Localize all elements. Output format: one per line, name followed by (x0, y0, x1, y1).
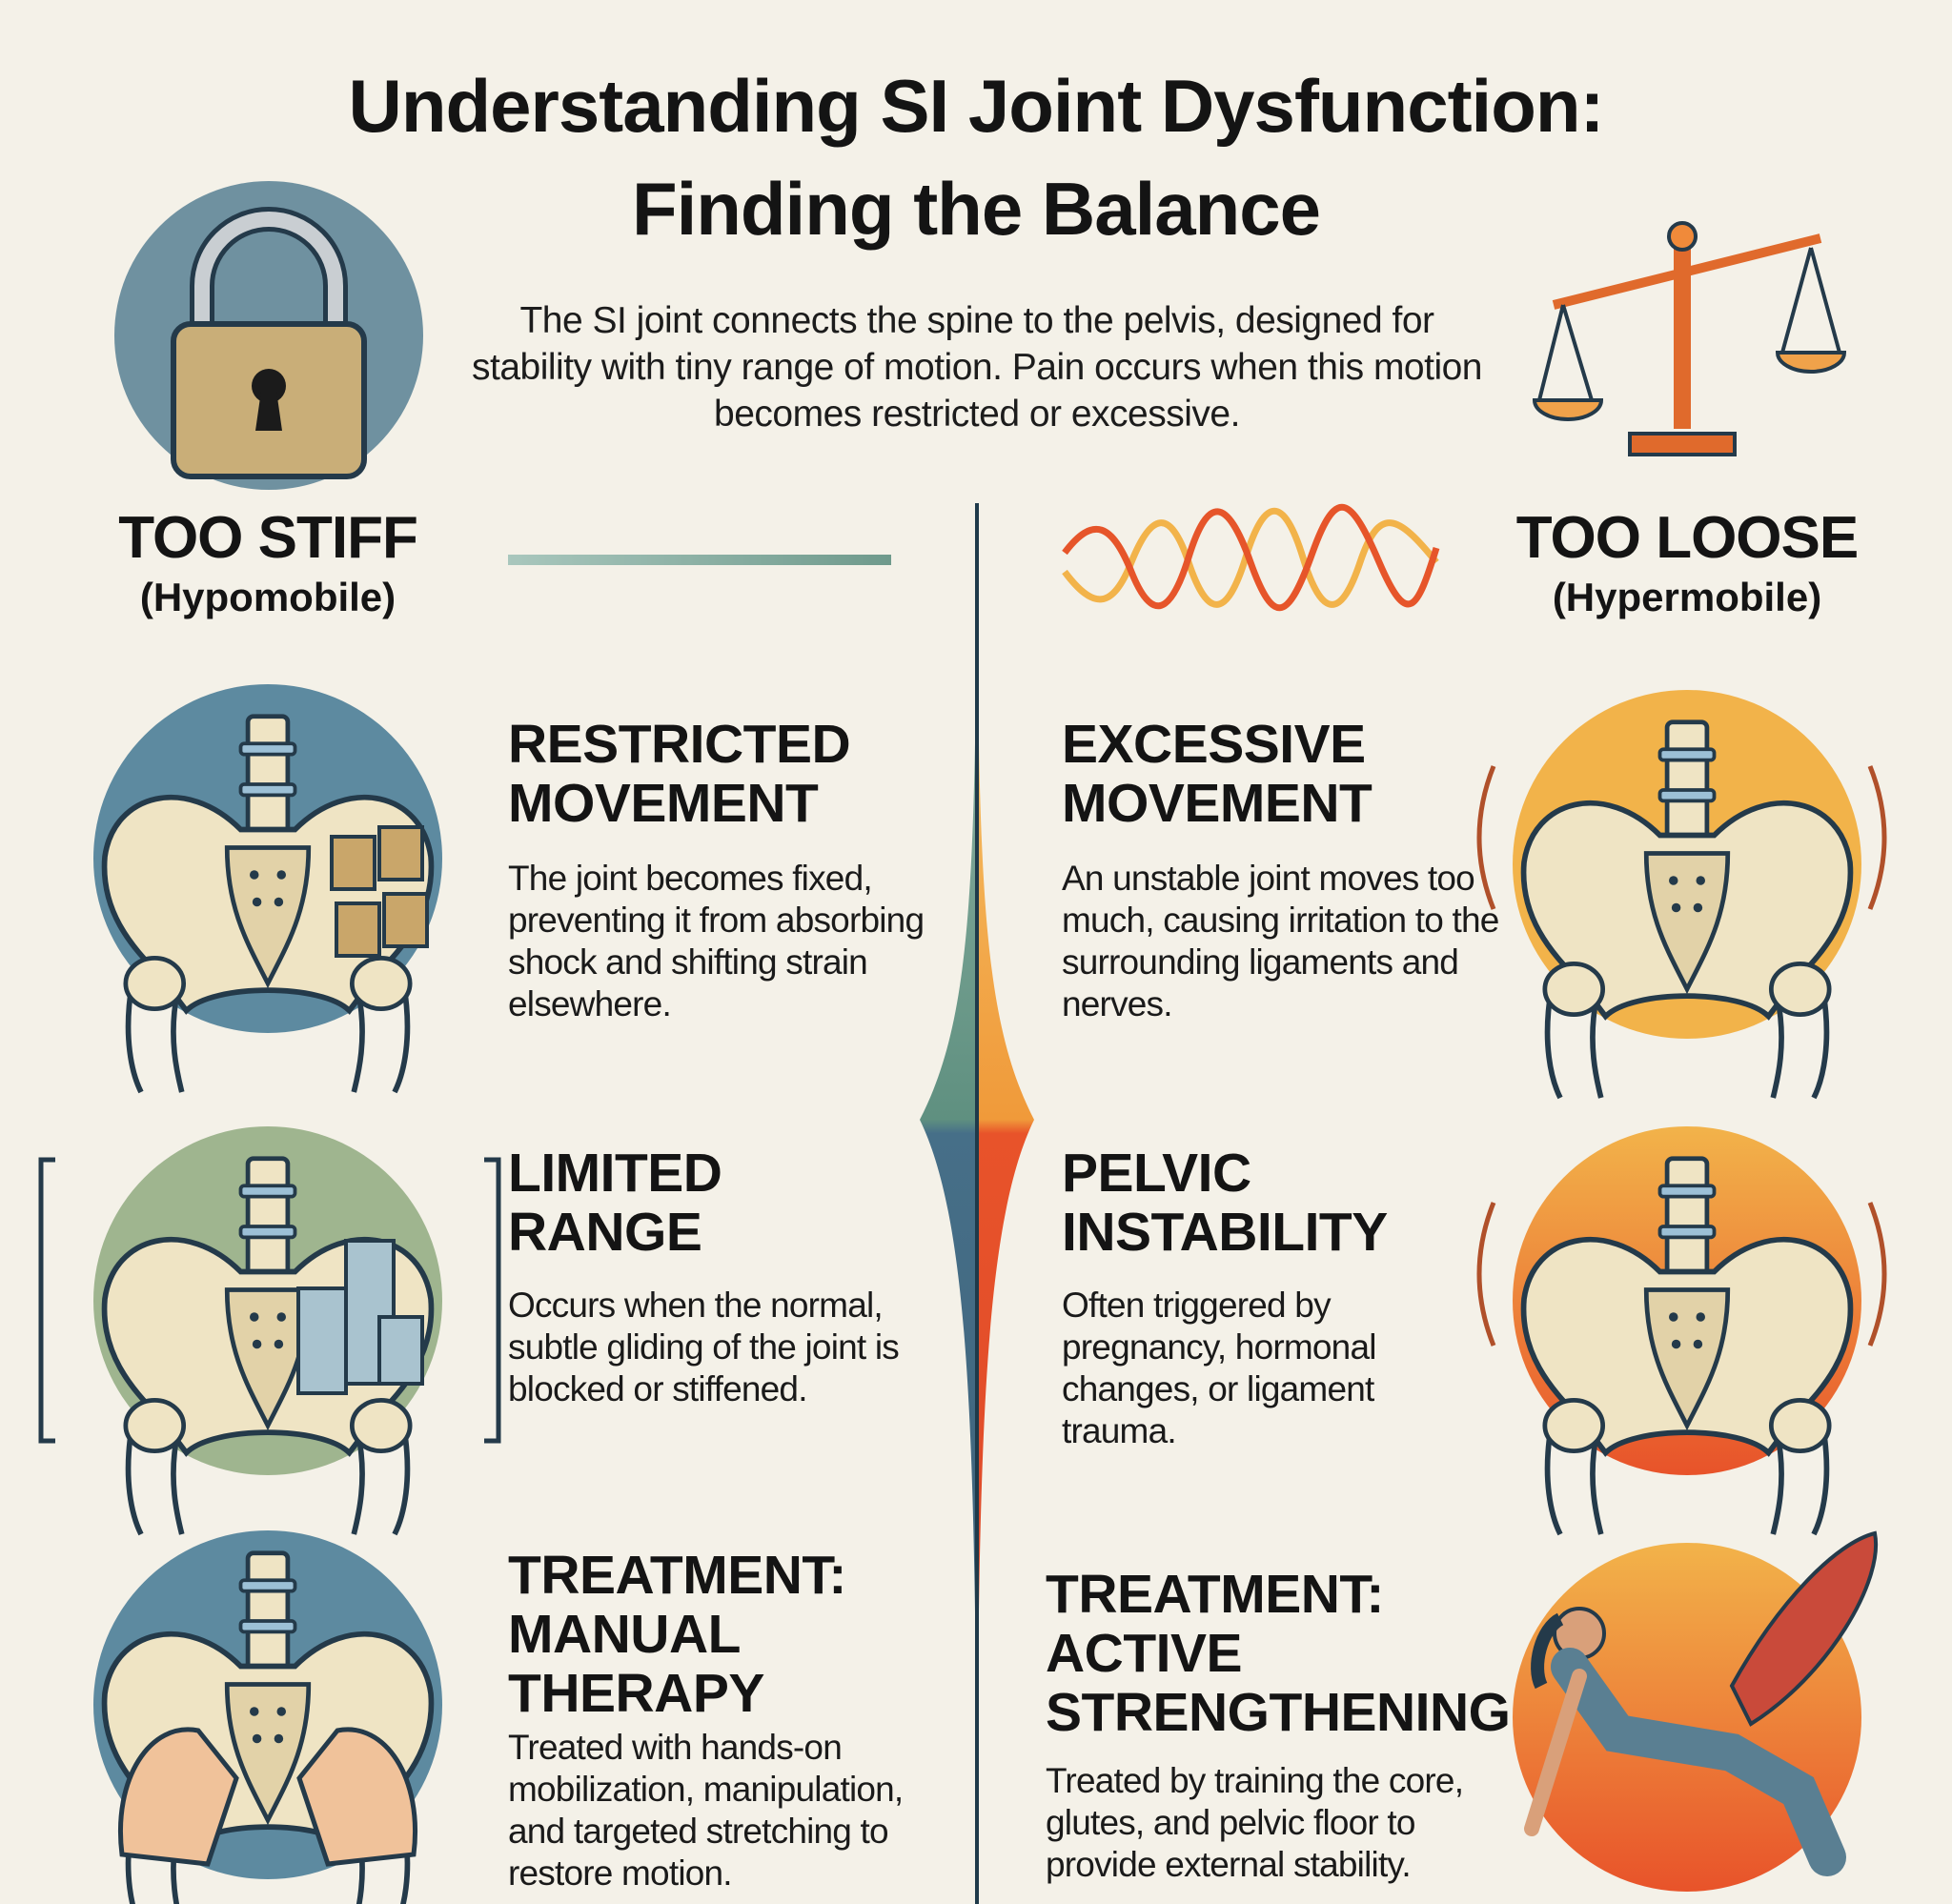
section-title-line: TREATMENT: (1046, 1564, 1384, 1625)
restricted-movement-title: RESTRICTED MOVEMENT (508, 715, 1004, 833)
intro-description: The SI joint connects the spine to the p… (471, 300, 1483, 435)
too-stiff-heading: TOO STIFF (118, 505, 418, 571)
section-title-line: INSTABILITY (1062, 1202, 1388, 1263)
manual-therapy-body: Treated with hands-on mobilization, mani… (508, 1728, 904, 1893)
section-title-line: STRENGTHENING (1046, 1682, 1511, 1743)
balance-scale-icon (1532, 221, 1847, 456)
excessive-movement-illustration (1476, 690, 1887, 1039)
limited-range-illustration (38, 1126, 501, 1475)
active-strengthening-title: TREATMENT: ACTIVE STRENGTHENING (1046, 1565, 1579, 1742)
section-title-line: TREATMENT: (508, 1545, 846, 1606)
pelvic-instability-illustration (1476, 1126, 1887, 1475)
section-title-line: RESTRICTED (508, 714, 851, 775)
limited-range-body: Occurs when the normal, subtle gliding o… (508, 1286, 900, 1408)
loose-wave-icon (1062, 503, 1440, 612)
restricted-movement-body: The joint becomes fixed, preventing it f… (508, 859, 925, 1023)
padlock-icon (114, 181, 423, 490)
section-title-line: MANUAL (508, 1604, 741, 1665)
excessive-movement-body: An unstable joint moves too much, causin… (1062, 859, 1499, 1023)
section-title-line: RANGE (508, 1202, 702, 1263)
section-title-line: EXCESSIVE (1062, 714, 1366, 775)
excessive-movement-title: EXCESSIVE MOVEMENT (1062, 715, 1557, 833)
section-title-line: PELVIC (1062, 1143, 1251, 1204)
too-loose-heading: TOO LOOSE (1515, 505, 1859, 571)
section-title-line: LIMITED (508, 1143, 722, 1204)
page-title-line1: Understanding SI Joint Dysfunction: (348, 64, 1604, 148)
limited-range-title: LIMITED RANGE (508, 1144, 1004, 1262)
section-title-line: MOVEMENT (508, 773, 819, 834)
section-title-line: ACTIVE (1046, 1623, 1243, 1684)
section-title-line: THERAPY (508, 1663, 764, 1724)
restricted-movement-illustration (93, 684, 442, 1033)
too-loose-subheading: (Hypermobile) (1552, 575, 1822, 619)
manual-therapy-illustration (93, 1530, 442, 1879)
page-title-line2: Finding the Balance (631, 167, 1321, 251)
manual-therapy-title: TREATMENT: MANUAL THERAPY (508, 1546, 1004, 1723)
pelvic-instability-body: Often triggered by pregnancy, hormonal c… (1062, 1286, 1376, 1450)
section-title-line: MOVEMENT (1062, 773, 1372, 834)
stiff-flat-line (508, 555, 891, 565)
center-balance-divider (920, 503, 1034, 1904)
too-stiff-subheading: (Hypomobile) (139, 575, 396, 619)
active-strengthening-illustration (1513, 1530, 1879, 1892)
pelvic-instability-title: PELVIC INSTABILITY (1062, 1144, 1557, 1262)
active-strengthening-body: Treated by training the core, glutes, an… (1046, 1761, 1464, 1884)
